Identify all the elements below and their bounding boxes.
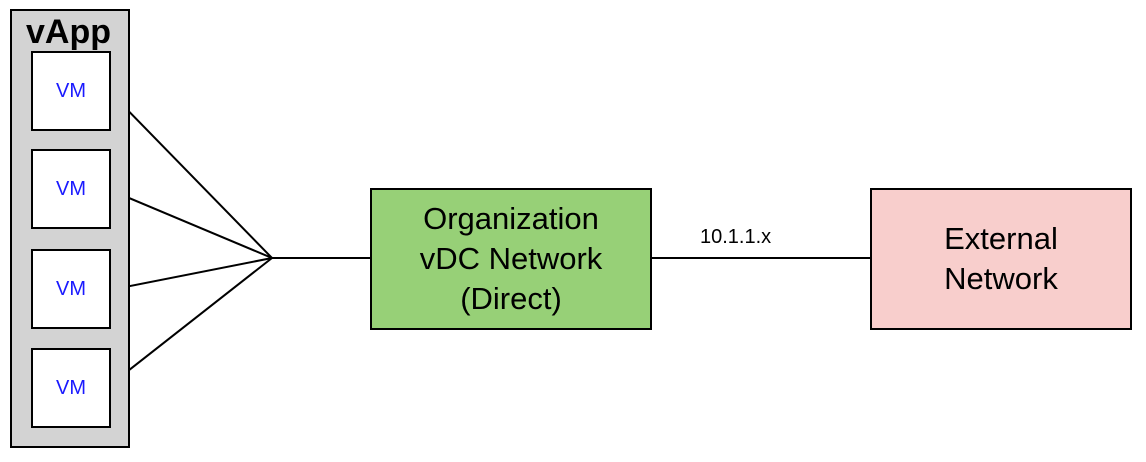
- vm1-link: [109, 91, 273, 259]
- vm3-link: [109, 257, 273, 291]
- org-vdc-network-node: Organization vDC Network (Direct): [370, 188, 652, 330]
- vm-box: VM: [31, 249, 111, 329]
- org-network-line2: vDC Network: [419, 240, 603, 276]
- external-network-node: External Network: [870, 188, 1132, 330]
- external-network-line1: External: [944, 220, 1058, 256]
- external-network-line2: Network: [944, 261, 1058, 296]
- org-network-line3: (Direct): [460, 281, 562, 317]
- vm-box: VM: [31, 348, 111, 428]
- vapp-container: vApp VM VM VM VM: [10, 9, 130, 448]
- vm2-link: [109, 189, 273, 259]
- vm4-link: [109, 257, 273, 386]
- vm-box: VM: [31, 51, 111, 131]
- vm-box: VM: [31, 149, 111, 229]
- vapp-title: vApp: [26, 13, 111, 51]
- link-label: 10.1.1.x: [700, 226, 772, 248]
- org-network-line1: Organization: [423, 200, 599, 236]
